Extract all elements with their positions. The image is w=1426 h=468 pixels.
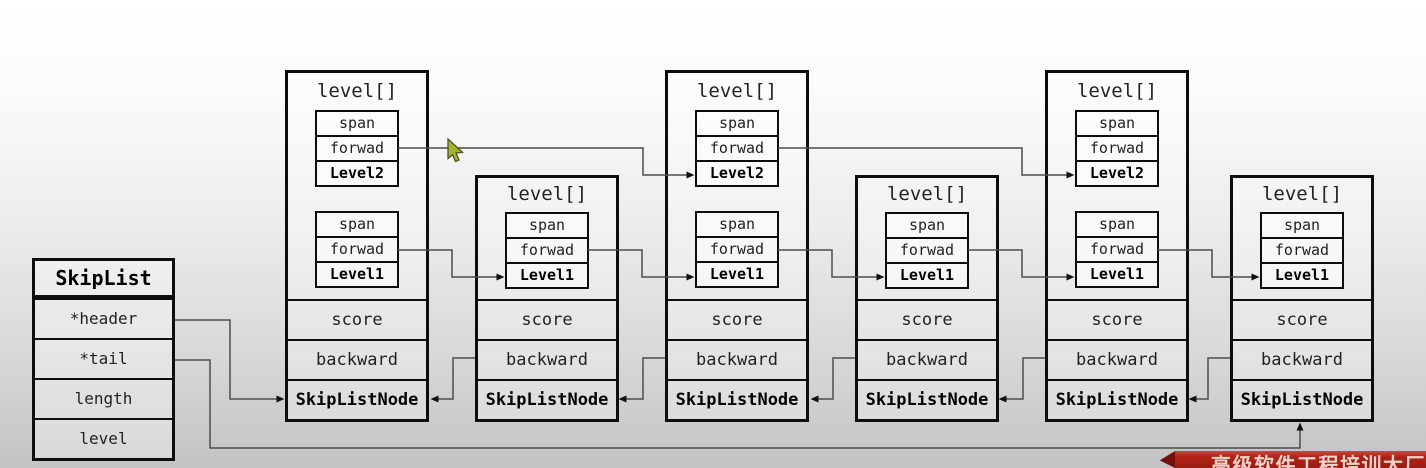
node-type-cell: SkipListNode [858,379,996,419]
level1-group: span forwad Level1 [695,211,779,288]
span-cell: span [315,110,399,137]
level-cell: Level1 [505,262,589,289]
score-cell: score [858,299,996,339]
level-cell: Level1 [1260,262,1344,289]
forward-cell: forwad [695,236,779,263]
ribbon-fold-icon [1159,451,1175,468]
span-cell: span [1075,110,1159,137]
field-level: level [35,418,172,458]
node-type-cell: SkipListNode [478,379,616,419]
level-cell: Level2 [1075,160,1159,187]
level1-group: span forwad Level1 [315,211,399,288]
level2-group: span forwad Level2 [315,110,399,187]
field-tail: *tail [35,338,172,378]
ribbon-text: 高级软件工程培训大厂 [1211,453,1426,468]
watermark-ribbon: 高级软件工程培训大厂 [1158,451,1426,468]
forward-cell: forwad [315,135,399,162]
level2-group: span forwad Level2 [695,110,779,187]
forward-cell: forwad [1075,236,1159,263]
level-array-label: level[] [1076,80,1158,102]
span-cell: span [1260,212,1344,239]
node-type-cell: SkipListNode [1233,379,1371,419]
struct-title: SkipList [35,261,172,298]
forward-cell: forwad [1075,135,1159,162]
backward-cell: backward [858,339,996,379]
backward-cell: backward [478,339,616,379]
forward-l2-n1-n3 [398,147,695,179]
level-cell: Level1 [695,261,779,288]
backward-cell: backward [1048,339,1186,379]
span-cell: span [315,211,399,238]
node-type-cell: SkipListNode [1048,379,1186,419]
backward-cell: backward [1233,339,1371,379]
forward-cell: forwad [505,237,589,264]
ribbon-body: 高级软件工程培训大厂 [1175,451,1426,468]
level2-group: span forwad Level2 [1075,110,1159,187]
backward-cell: backward [288,339,426,379]
span-cell: span [695,211,779,238]
level-array-label: level[] [886,183,968,205]
level-cell: Level1 [1075,261,1159,288]
score-cell: score [478,299,616,339]
skiplist-node-3: level[] span forwad Level2 span forwad L… [665,70,809,422]
forward-cell: forwad [695,135,779,162]
level1-group: span forwad Level1 [505,212,589,289]
header-pointer-line [175,319,285,403]
skiplist-node-5: level[] span forwad Level2 span forwad L… [1045,70,1189,422]
skiplist-node-1: level[] span forwad Level2 span forwad L… [285,70,429,422]
level-array-label: level[] [696,80,778,102]
span-cell: span [695,110,779,137]
backward-n5-n4 [998,357,1045,403]
level-cell: Level1 [885,262,969,289]
score-cell: score [1233,299,1371,339]
forward-cell: forwad [1260,237,1344,264]
backward-n2-n1 [430,357,475,403]
level1-group: span forwad Level1 [1260,212,1344,289]
level-cell: Level2 [315,160,399,187]
field-header: *header [35,298,172,338]
level-array-label: level[] [316,80,398,102]
skiplist-struct-box: SkipList *header *tail length level [32,258,175,461]
forward-l2-n3-n5 [778,147,1075,179]
span-cell: span [885,212,969,239]
forward-cell: forwad [315,236,399,263]
level1-group: span forwad Level1 [1075,211,1159,288]
span-cell: span [1075,211,1159,238]
backward-cell: backward [668,339,806,379]
backward-n4-n3 [810,357,855,403]
node-type-cell: SkipListNode [288,379,426,419]
level-cell: Level2 [695,160,779,187]
level-cell: Level1 [315,261,399,288]
score-cell: score [668,299,806,339]
skiplist-node-6: level[] span forwad Level1 score backwar… [1230,175,1374,422]
mouse-cursor-icon [447,137,464,163]
span-cell: span [505,212,589,239]
level-array-label: level[] [506,183,588,205]
backward-n3-n2 [618,357,665,403]
backward-n6-n5 [1188,357,1230,403]
level-array-label: level[] [1261,183,1343,205]
score-cell: score [288,299,426,339]
score-cell: score [1048,299,1186,339]
node-type-cell: SkipListNode [668,379,806,419]
skiplist-node-2: level[] span forwad Level1 score backwar… [475,175,619,422]
level1-group: span forwad Level1 [885,212,969,289]
field-length: length [35,378,172,418]
skiplist-node-4: level[] span forwad Level1 score backwar… [855,175,999,422]
forward-cell: forwad [885,237,969,264]
